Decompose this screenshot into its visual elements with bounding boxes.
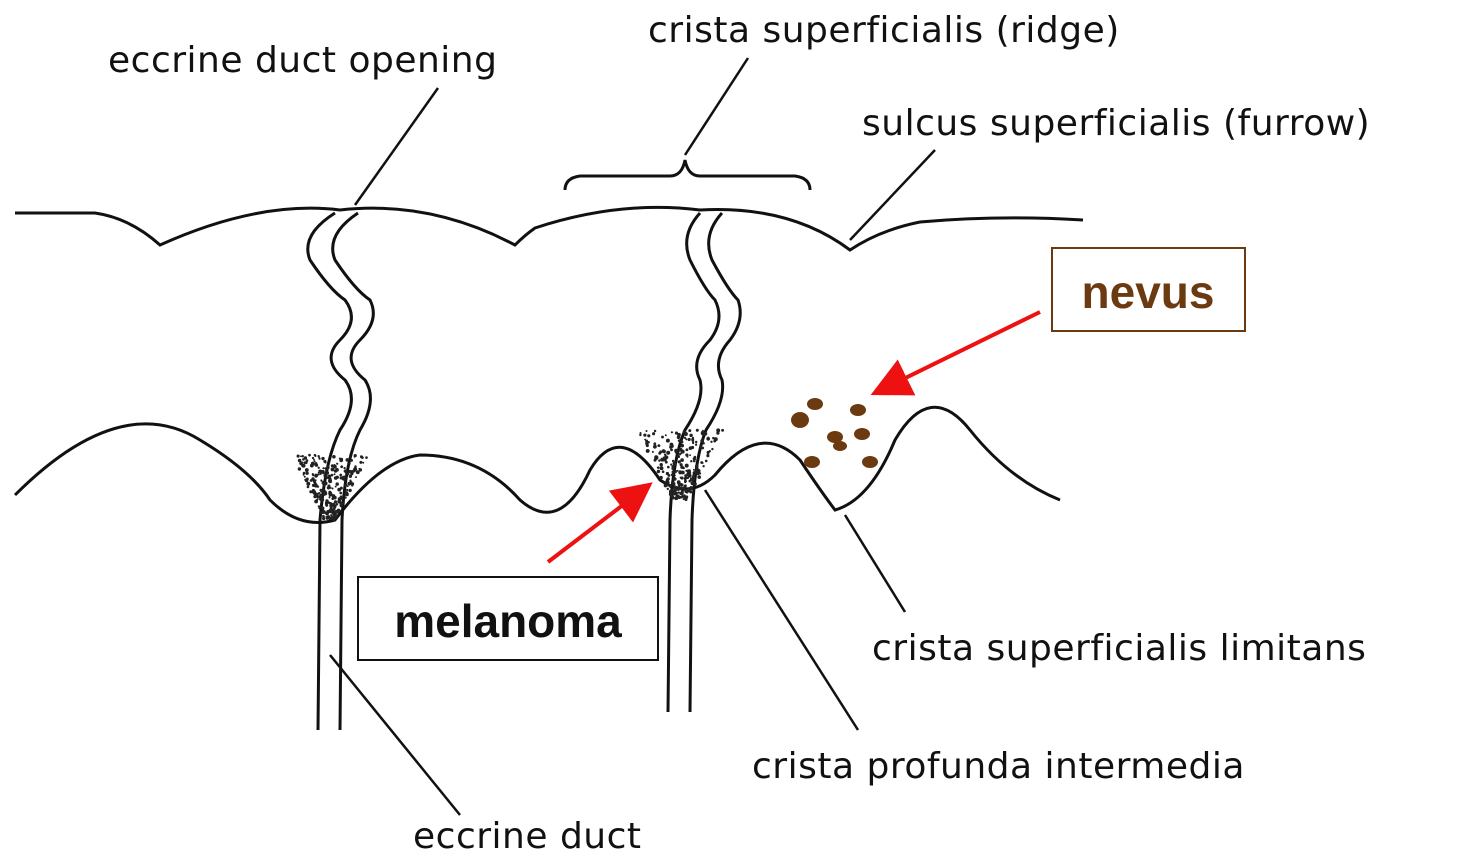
nevus-dot xyxy=(854,428,870,440)
eccrine-duct-middle-inner xyxy=(690,213,740,712)
leader-sulcus-superficialis xyxy=(850,150,935,240)
melanoma-arrow xyxy=(548,492,640,562)
nevus-dot xyxy=(807,398,823,410)
dermal-junction-line xyxy=(15,407,1060,522)
ridge-brace xyxy=(565,160,810,190)
nevus-cells xyxy=(791,398,878,468)
label-sulcus-superficialis: sulcus superficialis (furrow) xyxy=(862,103,1370,144)
label-crista-superficialis-limitans: crista superficialis limitans xyxy=(872,628,1366,669)
nevus-label: nevus xyxy=(1082,266,1215,318)
nevus-dot xyxy=(791,412,809,428)
leader-crista-superficialis xyxy=(685,58,748,155)
label-eccrine-duct: eccrine duct xyxy=(413,816,642,857)
nevus-dot xyxy=(862,456,878,468)
nevus-dot xyxy=(804,456,820,468)
nevus-dot xyxy=(850,404,866,416)
melanoma-label: melanoma xyxy=(394,595,622,647)
leader-eccrine-duct xyxy=(330,655,460,815)
leader-crista-superficialis-limitans xyxy=(845,515,905,612)
pigment-left xyxy=(297,454,368,521)
label-eccrine-duct-opening: eccrine duct opening xyxy=(108,40,497,81)
leader-eccrine-duct-opening xyxy=(355,88,438,205)
leader-crista-profunda-intermedia xyxy=(705,490,858,730)
skin-surface-line xyxy=(15,207,1083,250)
label-crista-superficialis: crista superficialis (ridge) xyxy=(648,10,1120,51)
nevus-arrow xyxy=(885,312,1040,388)
nevus-dot xyxy=(833,441,847,451)
label-crista-profunda-intermedia: crista profunda intermedia xyxy=(752,746,1245,787)
